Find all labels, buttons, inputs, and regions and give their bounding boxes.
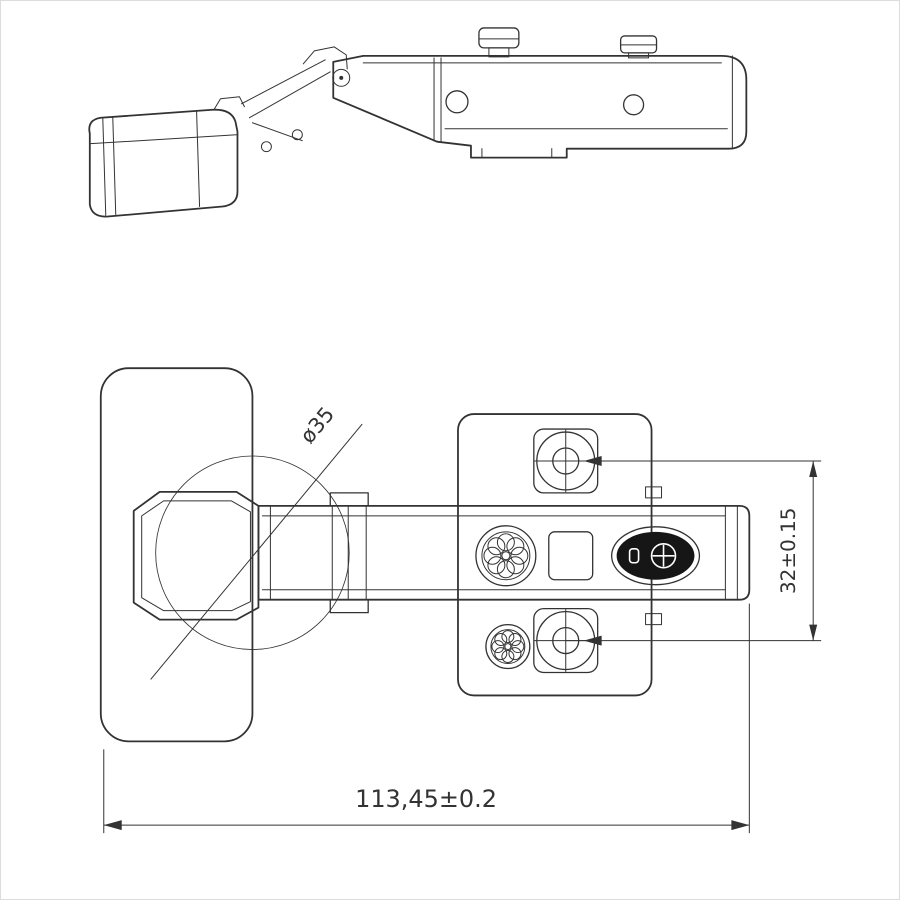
euro-screw-top bbox=[475, 525, 537, 587]
cam-adjuster bbox=[610, 526, 701, 586]
pivot-pin-tab bbox=[329, 492, 369, 507]
arrowhead bbox=[809, 460, 818, 477]
hinge-side-view bbox=[88, 27, 748, 218]
dimension-overall-length: 113,45±0.2 bbox=[103, 603, 750, 834]
hinge-plan-view: ø35 bbox=[99, 367, 751, 743]
cup-side-outline bbox=[88, 108, 239, 218]
diameter-line bbox=[150, 423, 363, 680]
dimension-label-overall-length: 113,45±0.2 bbox=[355, 785, 497, 813]
adjustment-screw-side bbox=[619, 35, 658, 59]
cup-plan-outline bbox=[132, 491, 260, 621]
arrowhead bbox=[103, 820, 122, 831]
arrowhead bbox=[583, 455, 602, 466]
arm-plan-outline bbox=[257, 504, 751, 601]
arrowhead bbox=[809, 624, 818, 641]
pivot-pin-tab bbox=[329, 599, 369, 614]
rivet bbox=[260, 141, 272, 153]
adjustment-slot bbox=[548, 531, 594, 581]
rivet bbox=[291, 129, 303, 141]
dimension-screw-spacing: 32±0.15 bbox=[565, 455, 822, 646]
cup-bore-circle bbox=[155, 455, 350, 650]
arrowhead bbox=[583, 635, 602, 646]
arrowhead bbox=[731, 820, 750, 831]
door-panel bbox=[99, 367, 254, 743]
hinge-linkage bbox=[240, 46, 351, 153]
euro-screw-bottom bbox=[485, 623, 531, 670]
dimension-label-screw-spacing: 32±0.15 bbox=[776, 508, 800, 594]
cup-flange-notch bbox=[214, 96, 245, 110]
arm-hole bbox=[445, 90, 469, 114]
arm-side-outline bbox=[332, 54, 748, 159]
dimension-label-cup-diameter: ø35 bbox=[295, 402, 339, 448]
arm-hole bbox=[622, 94, 645, 116]
adjustment-screw-side bbox=[478, 27, 520, 58]
